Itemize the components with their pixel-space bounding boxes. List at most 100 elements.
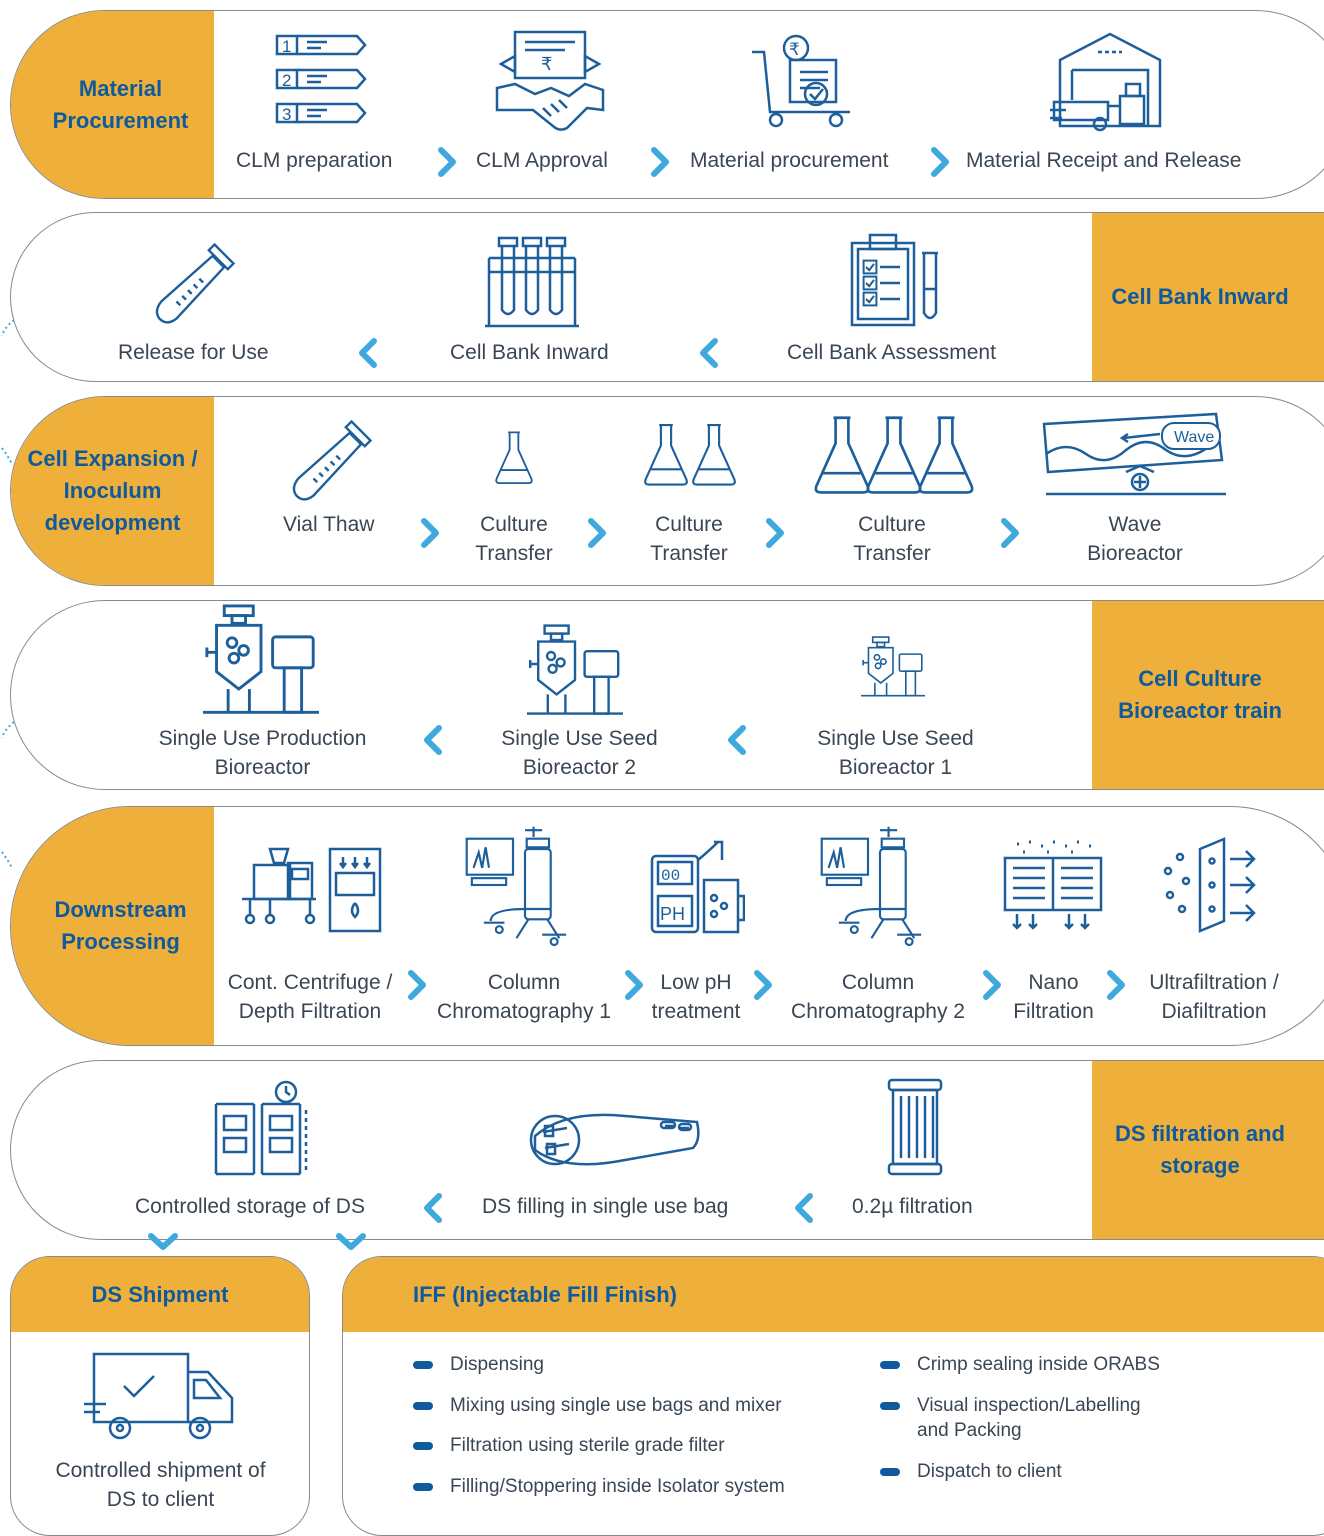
step-cell-bank-assessment: Cell Bank Assessment	[787, 341, 996, 364]
iff-item-inspection: Visual inspection/Labelling and Packing	[880, 1393, 1167, 1443]
arrow-right-icon	[435, 147, 459, 177]
column-icon	[820, 816, 940, 966]
cell-culture-label: Cell Culture Bioreactor train	[1092, 601, 1324, 789]
numbered-list-icon: 1 2 3	[275, 34, 367, 124]
step-clm-preparation: CLM preparation	[236, 149, 393, 172]
list-number-1: 1	[282, 37, 291, 56]
rupee-symbol-1: ₹	[541, 54, 552, 74]
flask-icon	[492, 428, 536, 486]
step-material-receipt: Material Receipt and Release	[966, 149, 1242, 172]
arrow-left-icon	[697, 338, 721, 368]
arrow-right-icon	[648, 147, 672, 177]
clipboard-icon	[850, 233, 938, 327]
step-vial-thaw: Vial Thaw	[283, 513, 375, 536]
list-number-3: 3	[282, 105, 291, 124]
arrow-left-icon	[725, 725, 749, 755]
centrifuge-icon	[242, 847, 382, 933]
ds-shipment-box: DS Shipment	[10, 1256, 310, 1536]
ds-shipment-title-text: DS Shipment	[91, 1281, 229, 1307]
cell-bank-label: Cell Bank Inward	[1092, 213, 1324, 381]
iff-item-filling: Filling/Stoppering inside Isolator syste…	[413, 1476, 785, 1497]
wave-bioreactor-icon: Wave	[1042, 412, 1226, 496]
iff-item-mixing: Mixing using single use bags and mixer	[413, 1395, 782, 1416]
bioreactor-icon	[200, 604, 322, 720]
step-material-procurement: Material procurement	[690, 149, 889, 172]
arrow-left-icon	[792, 1193, 816, 1223]
cell-bank-band: Cell Bank Inward	[10, 212, 1324, 382]
step-centrifuge: Cont. Centrifuge / Depth Filtration	[227, 971, 393, 1023]
step-column-chromatography-2: Column Chromatography 2	[791, 971, 965, 1023]
dotted-connector-icon	[1, 447, 13, 465]
arrow-right-icon	[998, 518, 1022, 548]
arrow-left-icon	[421, 725, 445, 755]
ph-meter-icon: 00 PH	[650, 840, 745, 934]
arrow-right-icon	[418, 518, 442, 548]
step-cell-bank-inward: Cell Bank Inward	[450, 341, 609, 364]
step-seed-bioreactor-2: Single Use Seed Bioreactor 2	[501, 727, 658, 779]
tube-icon	[285, 412, 380, 507]
flask-icon	[640, 420, 692, 488]
arrow-down-icon	[336, 1232, 366, 1252]
warehouse-icon	[1050, 32, 1162, 132]
iff-title-text: IFF (Injectable Fill Finish)	[413, 1281, 678, 1307]
step-culture-transfer-2: Culture Transfer	[650, 513, 728, 565]
storage-rack-icon	[214, 1080, 308, 1176]
iff-item-crimp: Crimp sealing inside ORABS	[880, 1354, 1160, 1375]
test-tubes-icon	[485, 236, 579, 328]
flask-icon	[914, 410, 978, 498]
cell-expansion-band: Cell Expansion / Inoculum development	[10, 396, 1324, 586]
dotted-connector-icon	[1, 851, 13, 869]
iff-item-dispatch: Dispatch to client	[880, 1461, 1062, 1482]
arrow-right-icon	[928, 147, 952, 177]
step-column-chromatography-1: Column Chromatography 1	[437, 971, 611, 1023]
iff-item-dispensing: Dispensing	[413, 1354, 544, 1375]
wave-tag: Wave	[1174, 429, 1214, 446]
step-release-for-use: Release for Use	[118, 341, 269, 364]
step-wave-bioreactor: Wave Bioreactor	[1087, 513, 1183, 565]
ds-filtration-label: DS filtration and storage	[1092, 1061, 1324, 1239]
step-clm-approval: CLM Approval	[476, 149, 608, 172]
iff-title: IFF (Injectable Fill Finish)	[343, 1257, 1324, 1332]
handshake-icon: ₹	[495, 30, 605, 131]
step-controlled-storage: Controlled storage of DS	[135, 1195, 365, 1218]
step-culture-transfer-1: Culture Transfer	[475, 513, 553, 565]
arrow-right-icon	[763, 518, 787, 548]
arrow-right-icon	[1104, 970, 1128, 1000]
filter-cartridge-icon	[887, 1078, 943, 1176]
flask-icon	[688, 420, 740, 488]
arrow-right-icon	[751, 970, 775, 1000]
iff-box: IFF (Injectable Fill Finish)	[342, 1256, 1324, 1536]
cart-icon: ₹	[752, 34, 850, 128]
ultrafilter-icon	[1163, 837, 1256, 933]
step-nano-filtration: Nano Filtration	[1013, 971, 1094, 1023]
tube-icon	[148, 235, 243, 330]
truck-icon	[84, 1352, 234, 1440]
arrow-left-icon	[356, 338, 380, 368]
material-procurement-band: Material Procurement	[10, 10, 1324, 199]
cell-expansion-label: Cell Expansion / Inoculum development	[11, 397, 214, 585]
arrow-left-icon	[421, 1193, 445, 1223]
cell-culture-band: Cell Culture Bioreactor train	[10, 600, 1324, 790]
dotted-connector-icon	[1, 721, 14, 739]
bioreactor-icon	[525, 624, 625, 720]
ds-filtration-band: DS filtration and storage	[10, 1060, 1324, 1240]
step-ultrafiltration: Ultrafiltration / Diafiltration	[1149, 971, 1279, 1023]
step-filtration: 0.2µ filtration	[852, 1195, 973, 1218]
list-number-2: 2	[282, 71, 291, 90]
downstream-label: Downstream Processing	[11, 807, 214, 1045]
arrow-down-icon	[148, 1232, 178, 1252]
nanofilter-icon	[1003, 840, 1103, 930]
arrow-right-icon	[980, 970, 1004, 1000]
meter-reading: 00	[661, 867, 680, 885]
arrow-right-icon	[585, 518, 609, 548]
step-production-bioreactor: Single Use Production Bioreactor	[158, 727, 367, 779]
ph-label: PH	[660, 904, 685, 924]
step-low-ph: Low pH treatment	[651, 971, 741, 1023]
dotted-connector-icon	[1, 319, 14, 337]
step-culture-transfer-3: Culture Transfer	[853, 513, 931, 565]
column-icon	[465, 816, 585, 966]
ds-shipment-title: DS Shipment	[11, 1257, 309, 1332]
material-procurement-label: Material Procurement	[11, 11, 214, 198]
rupee-symbol-2: ₹	[789, 40, 800, 59]
step-seed-bioreactor-1: Single Use Seed Bioreactor 1	[817, 727, 974, 779]
